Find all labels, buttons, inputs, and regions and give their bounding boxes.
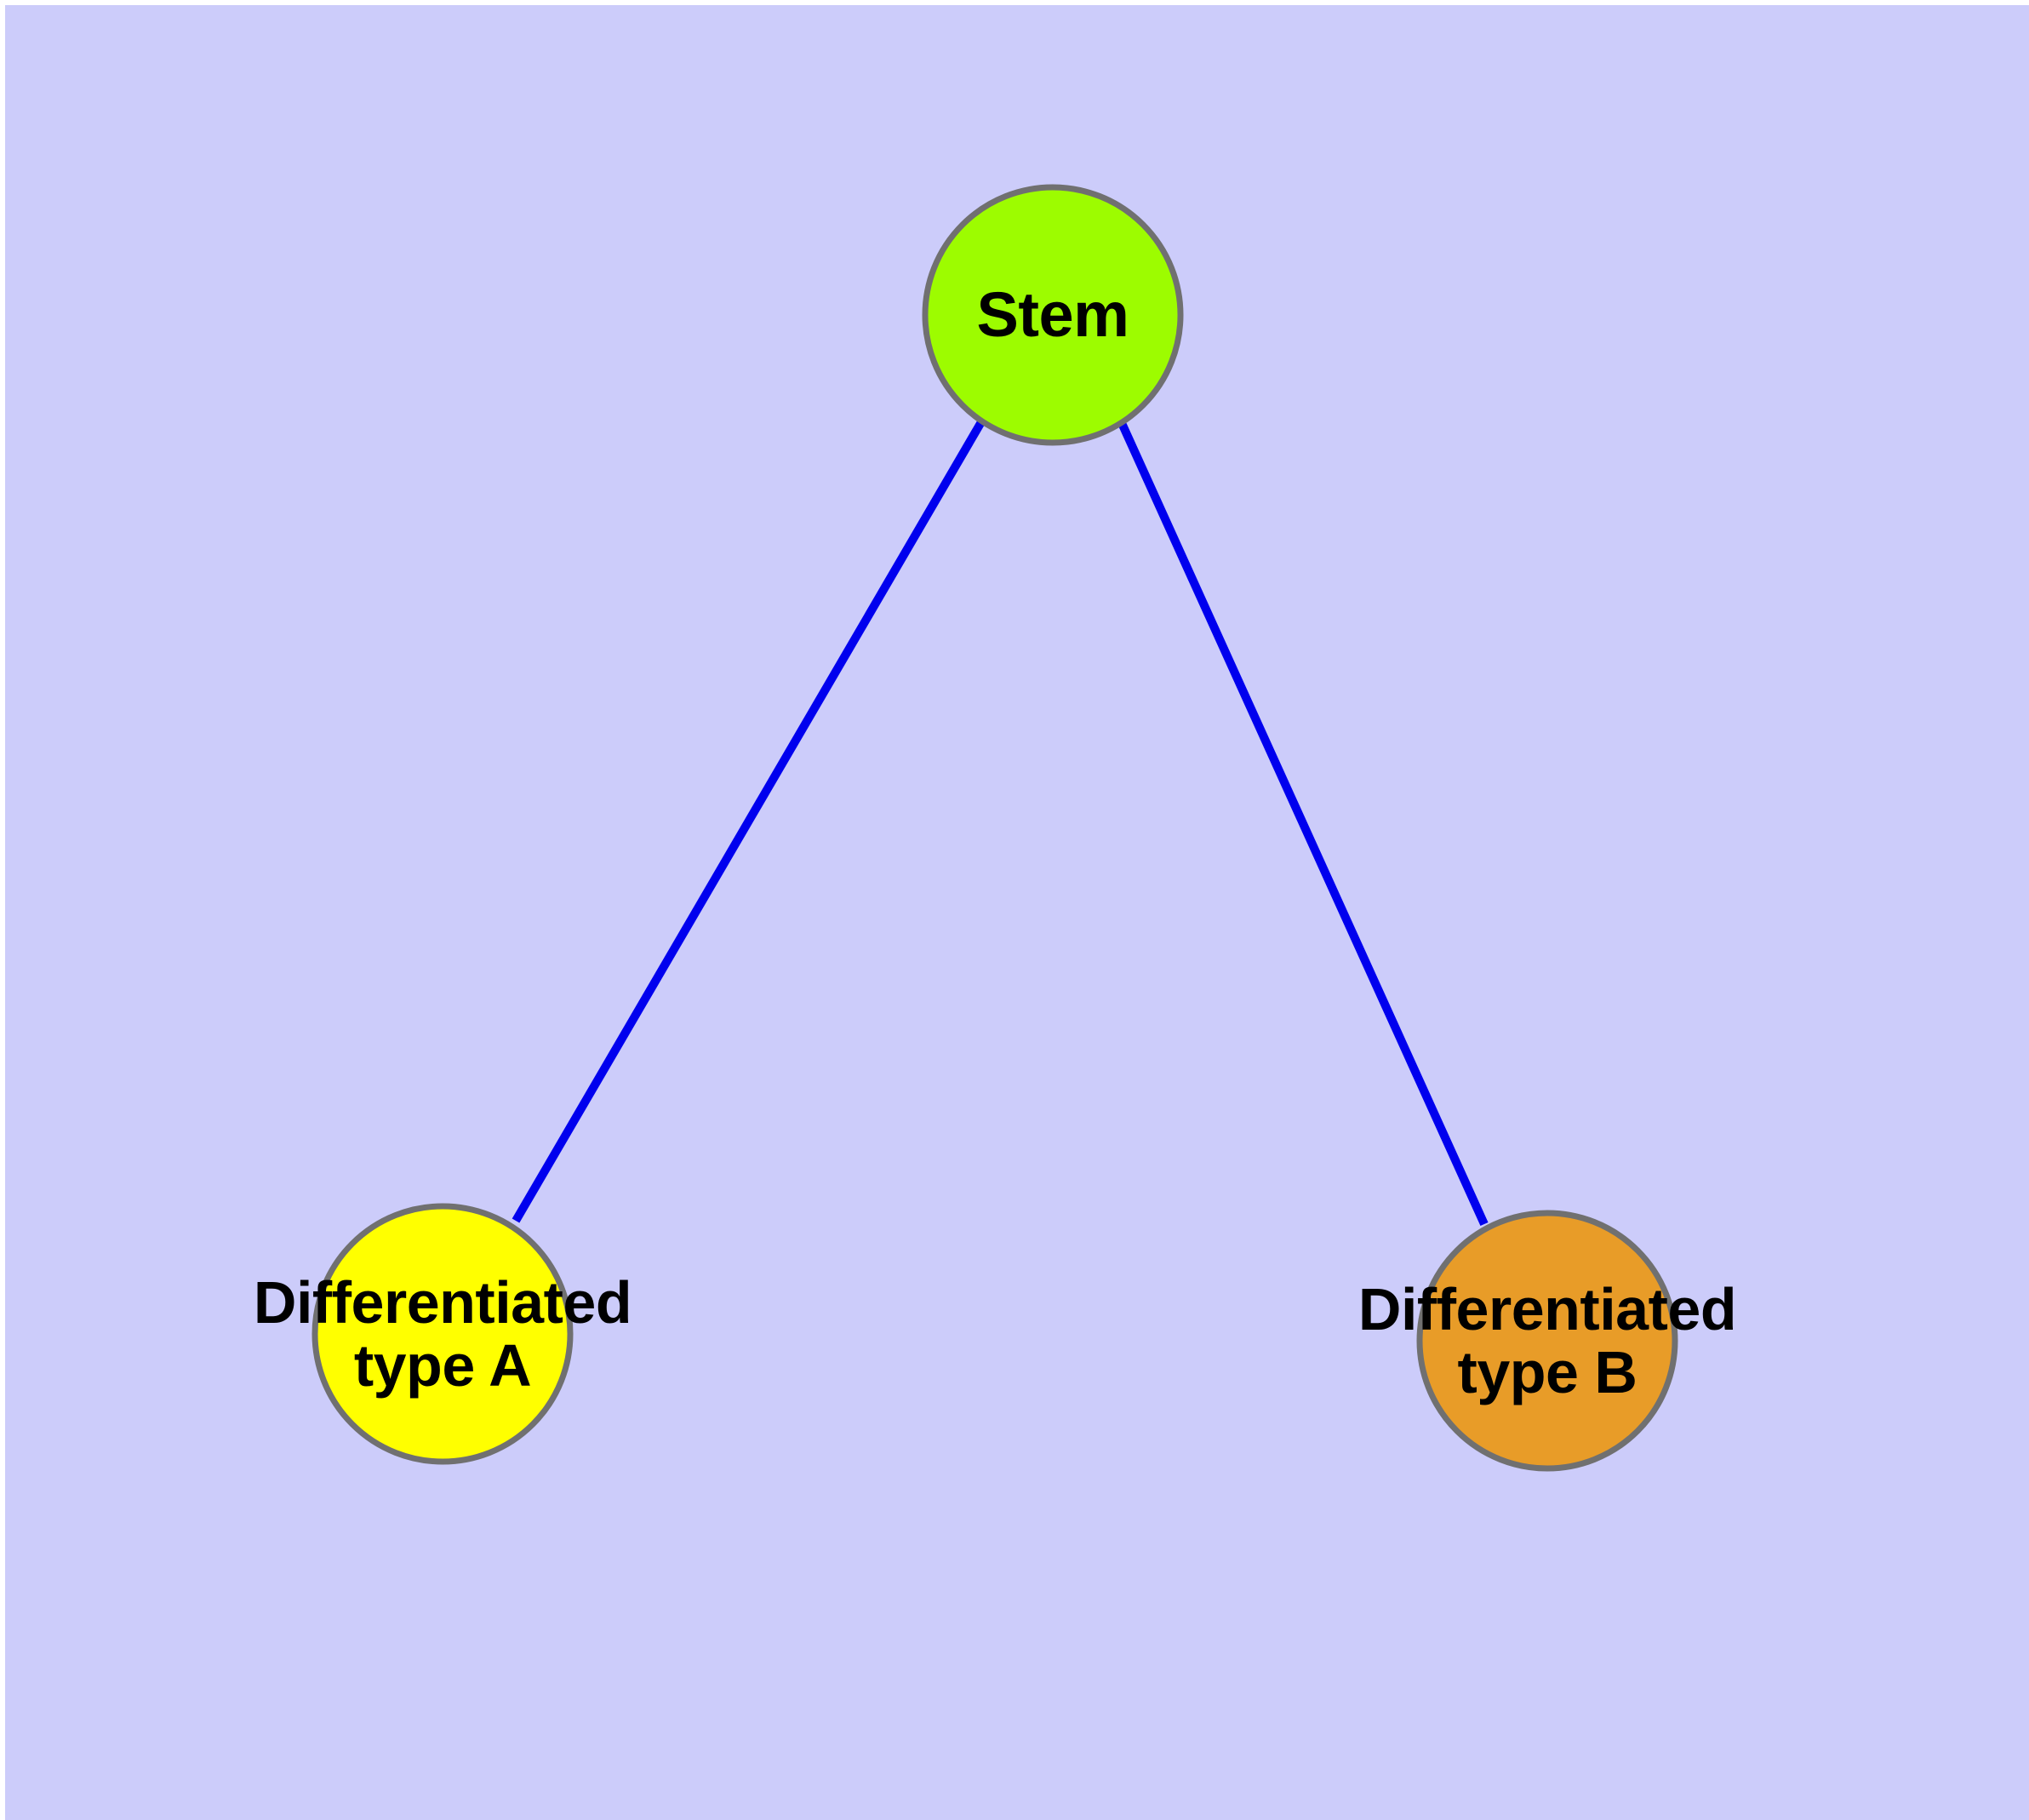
graph-edge-stem-to-diff_a[interactable]: [512, 418, 986, 1223]
graph-edge-stem-to-diff_b[interactable]: [1117, 421, 1489, 1227]
graph-node-stem[interactable]: [922, 184, 1184, 446]
edge-layer: [512, 418, 1489, 1227]
graph-node-diff_a[interactable]: [311, 1203, 574, 1465]
graph-node-diff_b[interactable]: [1416, 1210, 1678, 1472]
node-layer: [311, 184, 1678, 1472]
